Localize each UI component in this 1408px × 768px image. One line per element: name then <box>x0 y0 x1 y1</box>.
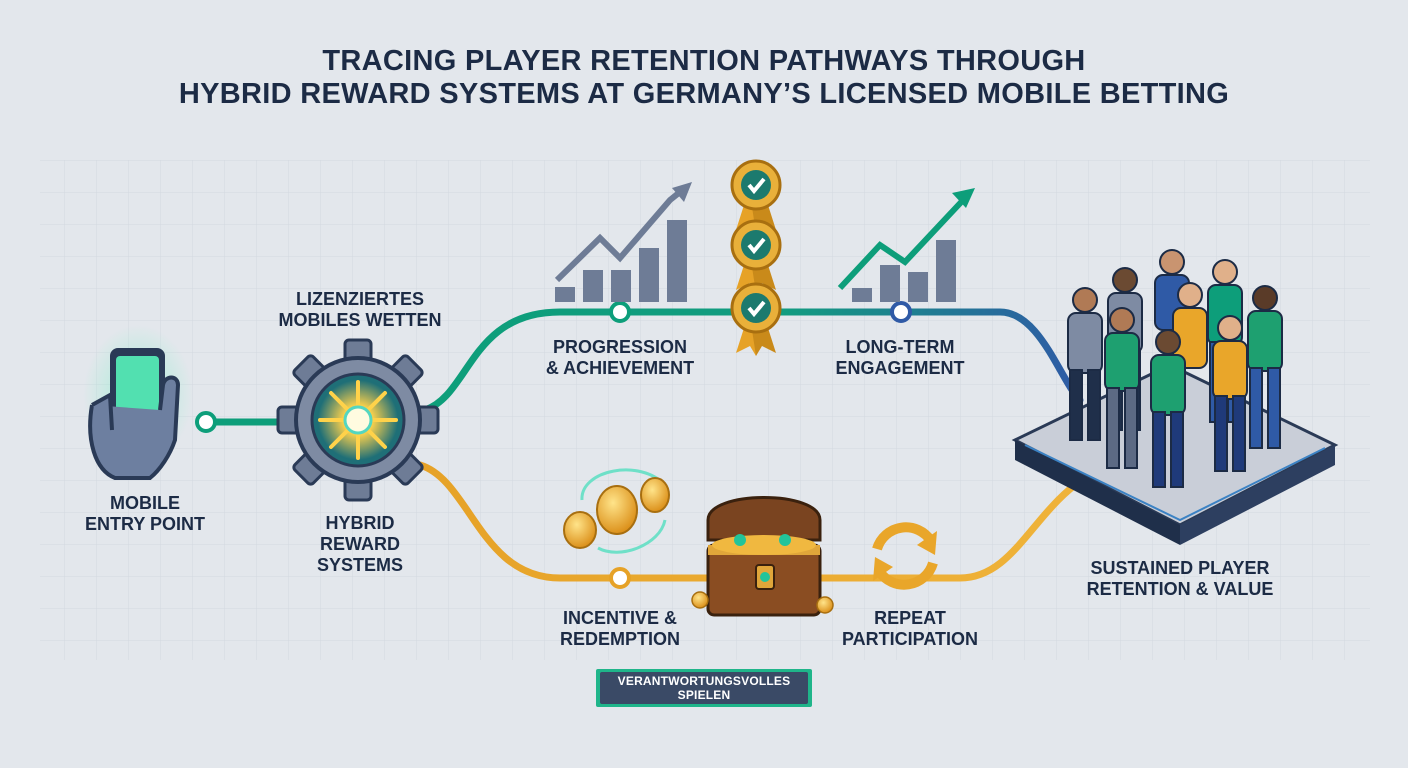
repeat-participation-label: REPEAT PARTICIPATION <box>842 608 978 649</box>
engagement-node <box>890 301 912 323</box>
upper-path <box>421 308 1084 414</box>
engagement-chart-icon <box>837 188 975 302</box>
gear-icon <box>276 338 440 502</box>
person-figure <box>1172 282 1208 369</box>
long-term-engagement-label: LONG-TERM ENGAGEMENT <box>835 337 965 378</box>
lower-path <box>416 461 1079 582</box>
person-figure <box>1212 315 1248 472</box>
mobile-hand-icon <box>83 325 193 480</box>
licensed-mobile-betting-label: LIZENZIERTES MOBILES WETTEN <box>278 289 442 330</box>
treasure-chest-icon <box>691 496 834 617</box>
growth-chart-icon <box>554 182 692 302</box>
player-crowd-illustration <box>1011 249 1339 545</box>
entry-node <box>195 411 217 433</box>
person-figure <box>1247 285 1283 449</box>
progression-node <box>609 301 631 323</box>
progression-achievement-label: PROGRESSION & ACHIEVEMENT <box>545 337 695 378</box>
medal-icons <box>730 159 782 356</box>
incentive-node <box>609 567 631 589</box>
person-figure <box>1067 287 1103 441</box>
person-figure <box>1150 329 1186 488</box>
mobile-entry-label: MOBILE ENTRY POINT <box>84 493 205 534</box>
sustained-retention-label: SUSTAINED PLAYER RETENTION & VALUE <box>1086 558 1274 599</box>
achievement-medal-icon <box>730 282 782 356</box>
responsible-gaming-badge <box>596 669 812 707</box>
repeat-cycle-icon <box>872 522 938 590</box>
coins-icon <box>563 468 670 554</box>
hybrid-reward-systems-label: HYBRID REWARD SYSTEMS <box>316 513 404 575</box>
achievement-medal-icon <box>730 219 782 293</box>
incentive-redemption-label: INCENTIVE & REDEMPTION <box>559 608 680 649</box>
page-title-line-2: HYBRID REWARD SYSTEMS AT GERMANY’S LICEN… <box>178 78 1230 110</box>
page-title-line-1: TRACING PLAYER RETENTION PATHWAYS THROUG… <box>322 45 1086 77</box>
responsible-gaming-badge-text: VERANTWORTUNGSVOLLES SPIELEN <box>617 674 791 702</box>
person-figure <box>1104 307 1140 469</box>
